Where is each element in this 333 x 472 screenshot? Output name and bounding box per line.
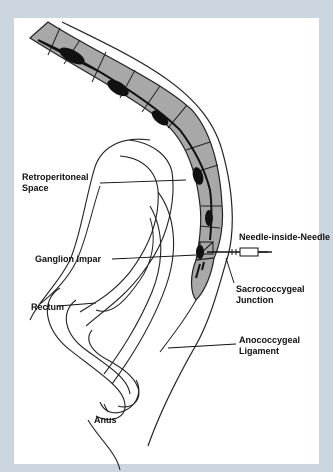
anococcygeal-ligament	[160, 300, 196, 352]
label-anococcygeal-2: Ligament	[239, 346, 279, 356]
rectum-lumen	[96, 218, 153, 311]
anterior-body-contour	[30, 139, 150, 320]
anal-canal-inner	[89, 330, 139, 407]
rectum-wall-outer	[112, 192, 174, 384]
label-needle: Needle-inside-Needle	[239, 232, 330, 242]
label-anus: Anus	[94, 415, 117, 425]
label-ganglion-impar: Ganglion Impar	[35, 254, 102, 264]
label-anococcygeal-1: Anococcygeal	[239, 335, 300, 345]
bladder-curve	[40, 186, 100, 304]
label-retroperitoneal-1: Retroperitoneal	[22, 172, 89, 182]
anal-canal-middle	[66, 300, 130, 394]
label-sacrococcygeal-1: Sacrococcygeal	[236, 284, 305, 294]
perineum-contour	[88, 420, 120, 470]
label-sacrococcygeal-2: Junction	[236, 295, 274, 305]
label-retroperitoneal-2: Space	[22, 183, 49, 193]
label-rectum: Rectum	[31, 302, 64, 312]
sacral-spine-column	[30, 22, 223, 260]
